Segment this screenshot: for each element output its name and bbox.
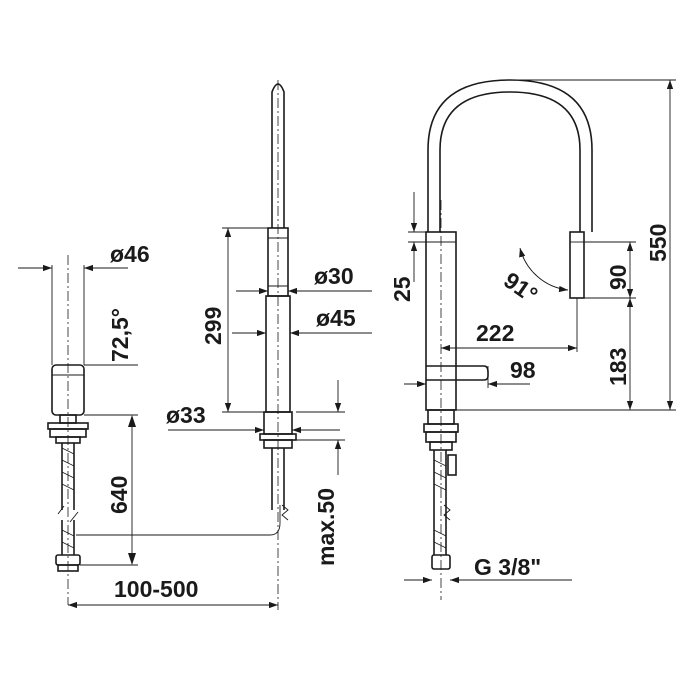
- dim-length-98: 98: [510, 357, 536, 383]
- dim-angle-91: 91°: [499, 267, 542, 308]
- dim-diameter-46: ø46: [110, 241, 150, 267]
- dim-range-100-500: 100-500: [114, 576, 198, 602]
- dim-thread-g-3-8: G 3/8": [474, 554, 541, 580]
- dim-length-183: 183: [605, 348, 631, 386]
- dim-diameter-30: ø30: [314, 263, 354, 289]
- dim-length-550: 550: [645, 224, 671, 262]
- dim-length-25: 25: [389, 276, 415, 302]
- dim-length-90: 90: [605, 264, 631, 290]
- dim-diameter-45: ø45: [316, 305, 356, 331]
- dim-length-640: 640: [106, 476, 132, 514]
- dim-length-299: 299: [200, 307, 226, 345]
- column-view: [259, 80, 297, 610]
- dim-max-50: max.50: [313, 488, 339, 566]
- dimension-lines: [18, 79, 676, 609]
- dim-length-222: 222: [476, 320, 514, 346]
- dim-diameter-33: ø33: [166, 402, 206, 428]
- actuator-view: [47, 255, 281, 605]
- dim-angle-72-5: 72,5°: [107, 308, 133, 362]
